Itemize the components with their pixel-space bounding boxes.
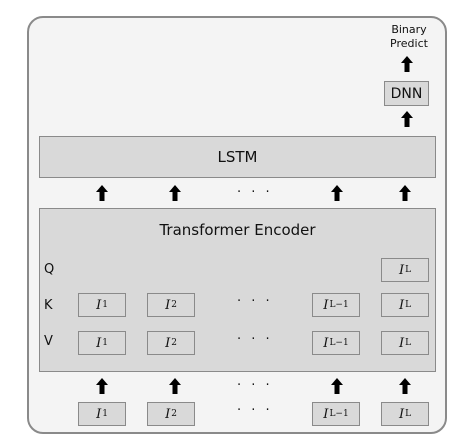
token-sub: 2: [171, 300, 177, 310]
token-sub: L−1: [329, 300, 349, 310]
token-sub: 2: [171, 338, 177, 348]
output-label-line1: Binary: [391, 23, 427, 36]
token-var: I: [323, 297, 329, 313]
token-var: I: [398, 297, 405, 313]
token-sub: 1: [102, 338, 108, 348]
up-arrow-icon: [399, 378, 411, 394]
dnn-box: DNN: [384, 81, 429, 106]
token-var: I: [165, 406, 171, 422]
token-sub: L: [405, 300, 412, 310]
token-sub: L: [405, 409, 412, 419]
token-sub: L−1: [329, 338, 349, 348]
k-label: K: [44, 298, 53, 313]
up-arrow-icon: [169, 378, 181, 394]
output-label-line2: Predict: [390, 37, 428, 50]
token-var: I: [398, 262, 405, 278]
token-var: I: [398, 335, 405, 351]
up-arrow-icon: [331, 185, 343, 201]
up-arrow-icon: [96, 378, 108, 394]
token-var: I: [323, 335, 329, 351]
token-sub: L: [405, 338, 412, 348]
up-arrow-icon: [401, 111, 413, 127]
output-label: Binary Predict: [381, 23, 437, 51]
ellipsis: · · ·: [237, 332, 273, 347]
token-var: I: [165, 297, 171, 313]
token-var: I: [323, 406, 329, 422]
token-var: I: [96, 335, 102, 351]
token-sub: 1: [102, 300, 108, 310]
q-label: Q: [44, 262, 55, 277]
token-sub: L: [405, 265, 412, 275]
v-label: V: [44, 334, 53, 349]
token-var: I: [398, 406, 405, 422]
ellipsis: · · ·: [237, 185, 273, 200]
ellipsis: · · ·: [237, 294, 273, 309]
ellipsis: · · ·: [237, 378, 273, 393]
token-sub: L−1: [329, 409, 349, 419]
token-sub: 1: [102, 409, 108, 419]
token-var: I: [96, 406, 102, 422]
token-var: I: [96, 297, 102, 313]
up-arrow-icon: [399, 185, 411, 201]
token-var: I: [165, 335, 171, 351]
up-arrow-icon: [169, 185, 181, 201]
up-arrow-icon: [96, 185, 108, 201]
lstm-box: LSTM: [39, 136, 436, 178]
up-arrow-icon: [331, 378, 343, 394]
token-sub: 2: [171, 409, 177, 419]
encoder-title: Transformer Encoder: [159, 221, 316, 239]
ellipsis: · · ·: [237, 403, 273, 418]
up-arrow-icon: [401, 56, 413, 72]
